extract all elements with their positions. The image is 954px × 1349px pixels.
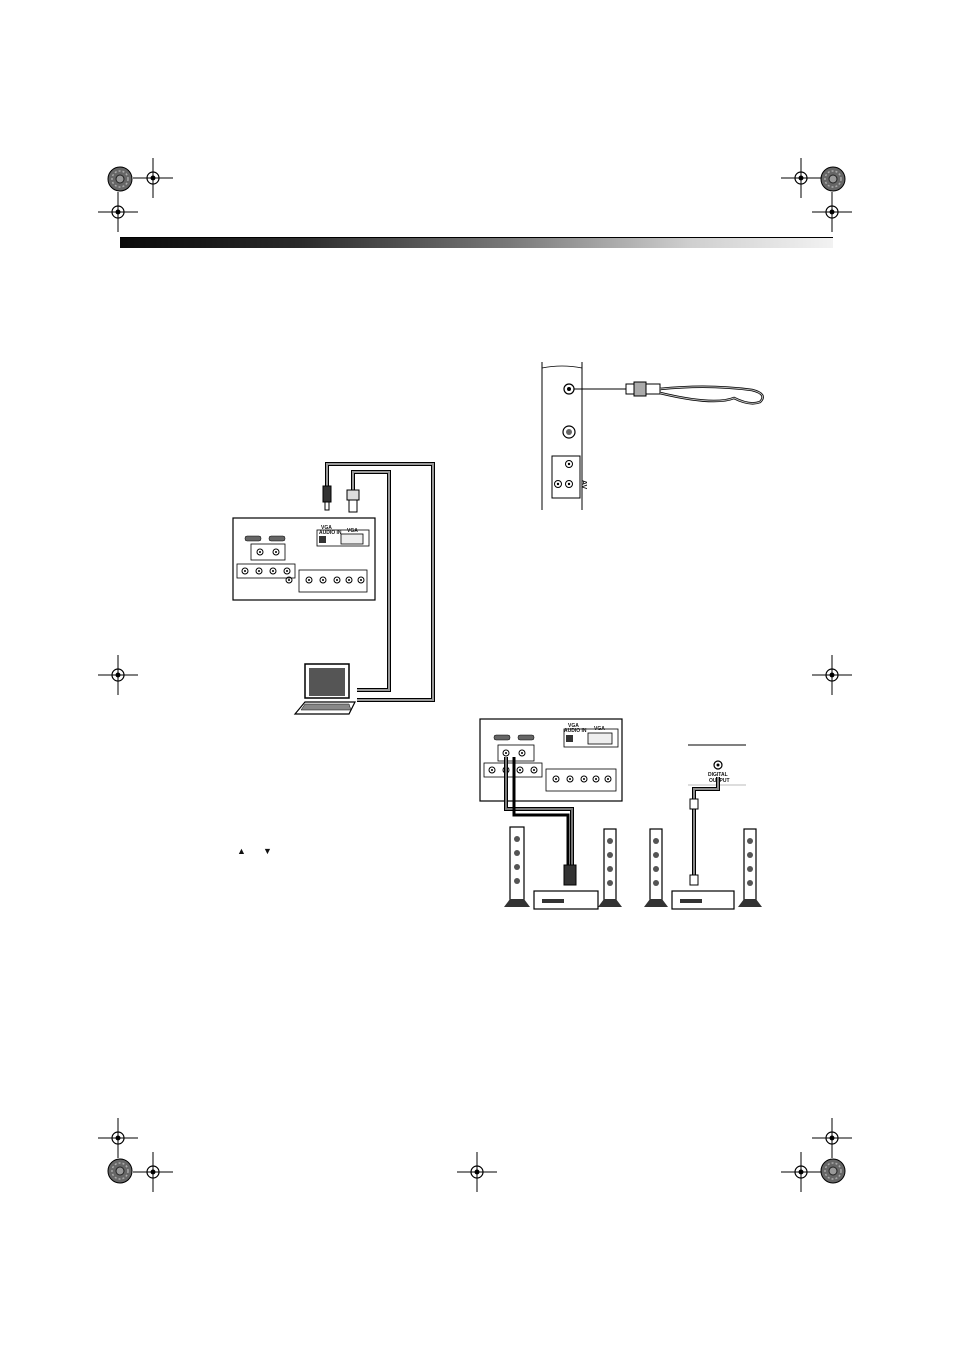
registration-mark-bottom-center bbox=[457, 1152, 497, 1192]
calibration-disc-bottom-right bbox=[820, 1158, 846, 1184]
speaker-left-2-icon bbox=[598, 829, 622, 907]
registration-mark-mid-left bbox=[98, 655, 138, 695]
calibration-disc-top-right bbox=[820, 166, 846, 192]
audio-panel-vga-port-label: VGA bbox=[594, 726, 605, 732]
pc-panel-vga-port-label: VGA bbox=[347, 528, 358, 534]
av-connection-figure: AV bbox=[538, 362, 778, 514]
speaker-right-1-icon bbox=[644, 829, 668, 907]
audio-panel-audio-label: AUDIO IN bbox=[564, 728, 587, 734]
up-arrow-icon: ▲ bbox=[237, 847, 246, 856]
registration-mark-top-right-2 bbox=[812, 192, 852, 232]
speaker-right-2-icon bbox=[738, 829, 762, 907]
pc-connection-figure: VGA AUDIO IN VGA bbox=[225, 452, 440, 722]
pc-panel-audio-label: AUDIO IN bbox=[319, 530, 342, 536]
receiver-left-icon bbox=[534, 891, 598, 909]
header-gradient-bar bbox=[120, 237, 833, 248]
registration-mark-mid-right bbox=[812, 655, 852, 695]
registration-mark-bottom-right-2 bbox=[781, 1152, 821, 1192]
registration-mark-bottom-left-2 bbox=[133, 1152, 173, 1192]
calibration-disc-bottom-left bbox=[107, 1158, 133, 1184]
speaker-left-1-icon bbox=[504, 827, 530, 907]
audio-connection-figure: VGA AUDIO IN VGA DIGITAL OUTPUT bbox=[476, 715, 776, 915]
receiver-right-icon bbox=[672, 891, 734, 909]
calibration-disc-top-left bbox=[107, 166, 133, 192]
av-label: AV bbox=[580, 480, 587, 490]
registration-mark-bottom-left-1 bbox=[98, 1118, 138, 1158]
down-arrow-icon: ▼ bbox=[263, 847, 272, 856]
laptop-icon bbox=[295, 664, 355, 714]
registration-mark-top-left-1 bbox=[133, 158, 173, 198]
registration-mark-top-left-2 bbox=[98, 192, 138, 232]
